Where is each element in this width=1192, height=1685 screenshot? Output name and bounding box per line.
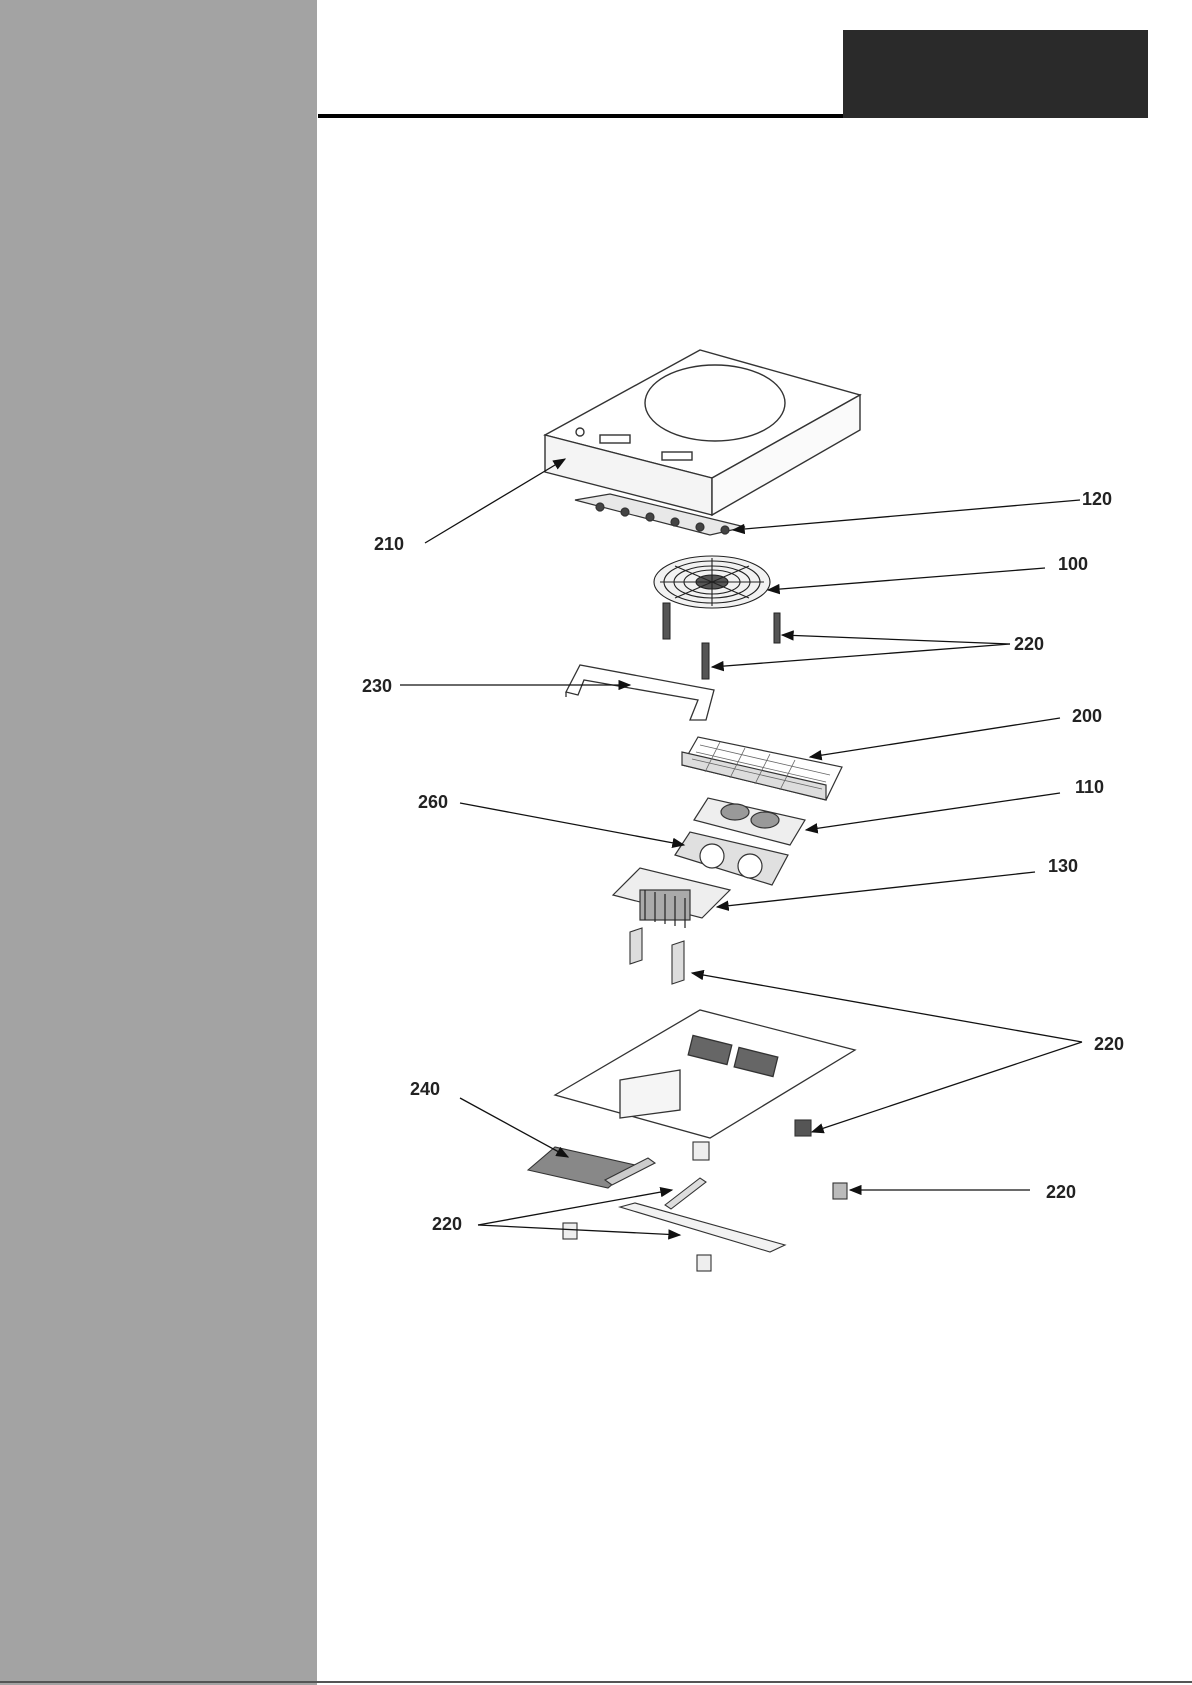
leader-110 [806,793,1060,830]
leader-200 [810,718,1060,757]
base-plate [555,1010,855,1138]
leader-260 [460,803,684,845]
callout-210: 210 [374,534,404,554]
callout-220-top: 220 [1014,634,1044,654]
callout-220-bottom-left: 220 [432,1214,462,1234]
leader-120 [733,500,1080,530]
callout-100: 100 [1058,554,1088,574]
callout-260: 260 [418,792,448,812]
main-board [613,868,730,928]
callout-120: 120 [1082,489,1112,509]
heat-sink-cover [682,737,842,800]
callout-110: 110 [1075,777,1104,797]
callout-200: 200 [1072,706,1102,726]
induction-coil [654,556,770,608]
mounting-bracket [566,665,714,720]
leader-220b-2 [812,1042,1082,1132]
cooktop-housing [545,350,860,515]
leader-220c-2 [478,1225,680,1235]
support-brackets [630,928,684,984]
callout-240: 240 [410,1079,440,1099]
left-sidebar-band [0,0,317,1685]
spacer-posts [663,603,780,679]
exploded-view-diagram: 210 120 100 220 230 200 110 260 130 220 … [318,0,1192,1685]
leader-240 [460,1098,568,1157]
callout-220-bottom-right: 220 [1046,1182,1076,1202]
callout-130: 130 [1048,856,1078,876]
leader-210 [425,459,565,543]
leader-100 [768,568,1045,590]
leader-220a-1 [782,635,1010,644]
grille-and-fittings [528,1120,847,1271]
leader-220a-2 [712,644,1010,667]
callout-230: 230 [362,676,392,696]
callout-220-right: 220 [1094,1034,1124,1054]
